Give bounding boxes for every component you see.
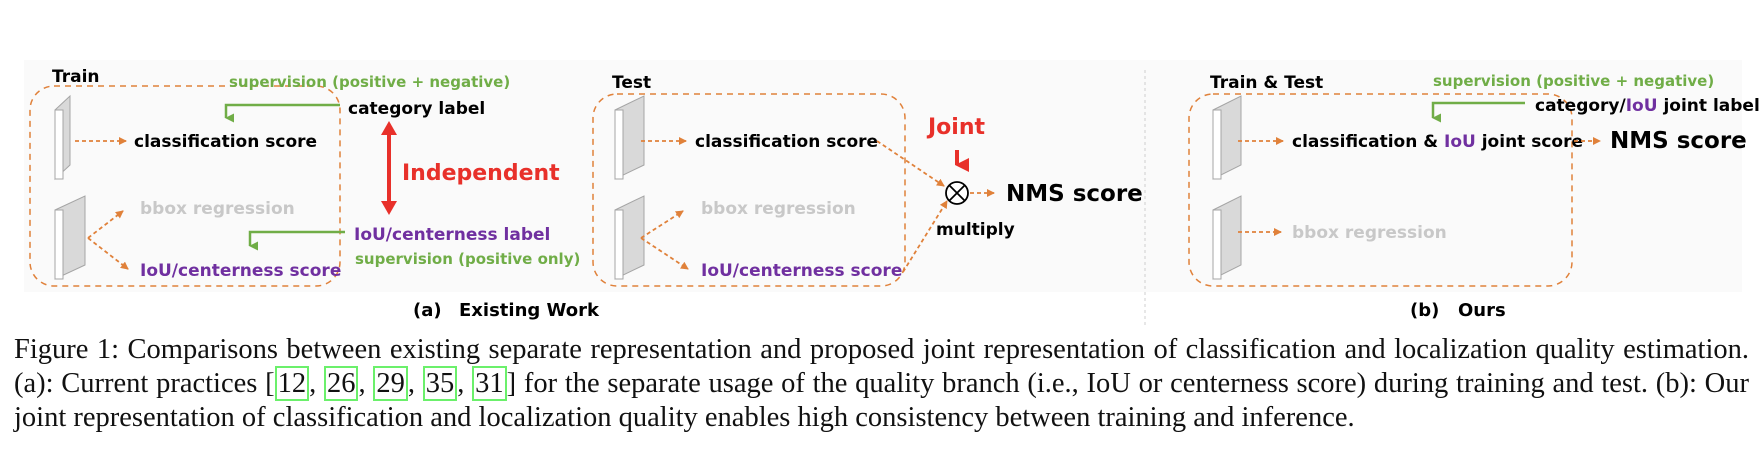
joint-label-iou: IoU <box>1626 96 1658 116</box>
category-label: category label <box>348 99 485 119</box>
supervision-arrow <box>1431 101 1525 123</box>
citation-link[interactable]: 35 <box>422 366 458 401</box>
ours-dashed-box <box>1188 93 1573 287</box>
nms-score-label: NMS score <box>1006 181 1143 207</box>
iou-label: IoU/centerness label <box>354 225 550 245</box>
multiply-icon <box>945 181 969 205</box>
joint-label-pre: category/ <box>1535 96 1627 116</box>
panel-a-label-prefix: (a) <box>413 300 442 321</box>
feature-block <box>614 95 645 180</box>
arrow <box>640 237 689 270</box>
panel-b: Train & Test supervision (positive + neg… <box>1188 72 1760 287</box>
supervision-pn-label: supervision (positive + negative) <box>1433 72 1714 90</box>
test-dashed-box <box>592 93 906 287</box>
arrow <box>87 237 129 270</box>
bbox-regression-label: bbox regression <box>701 199 856 219</box>
panel-b-label: Ours <box>1458 300 1506 321</box>
panel-a-train: Train classification score bbox regressi… <box>29 67 580 287</box>
feature-block <box>54 94 71 181</box>
joint-label: Joint <box>926 115 986 140</box>
panel-b-label-prefix: (b) <box>1410 300 1439 321</box>
joint-score-pre: classification & <box>1292 132 1444 152</box>
supervision-arrow <box>248 230 345 251</box>
bbox-regression-label: bbox regression <box>140 199 295 219</box>
panel-a-label: Existing Work <box>459 300 600 321</box>
joint-score-post: joint score <box>1476 132 1583 152</box>
bbox-regression-label: bbox regression <box>1292 223 1447 243</box>
cls-score-label: classification score <box>695 132 878 152</box>
feature-block <box>614 195 645 280</box>
nms-score-label: NMS score <box>1610 128 1747 154</box>
joint-label-text: category/IoU joint label <box>1535 96 1760 116</box>
feature-block <box>1212 195 1242 280</box>
train-title: Train <box>52 67 100 87</box>
citation-link[interactable]: 29 <box>373 366 408 401</box>
figure-caption: Figure 1: Comparisons between existing s… <box>14 334 1750 433</box>
ours-title: Train & Test <box>1210 73 1323 93</box>
arrow <box>640 210 684 239</box>
joint-score-text: classification & IoU joint score <box>1292 132 1583 152</box>
citation-link[interactable]: 31 <box>472 366 507 401</box>
feature-block <box>54 195 86 280</box>
arrow <box>87 210 124 239</box>
caption-tail: ] for the separate usage of the quality … <box>14 368 1750 433</box>
supervision-pn-label: supervision (positive + negative) <box>229 73 510 91</box>
independent-label: Independent <box>402 161 560 186</box>
test-title: Test <box>612 73 651 93</box>
citation-link[interactable]: 26 <box>323 366 359 401</box>
citation-link[interactable]: 12 <box>274 366 310 401</box>
joint-score-iou: IoU <box>1444 132 1476 152</box>
figure-diagram: Train classification score bbox regressi… <box>29 67 1760 325</box>
multiply-label: multiply <box>936 220 1015 240</box>
panel-a-test: Test classification score bbox regressio… <box>592 73 1143 287</box>
train-dashed-box <box>29 85 341 287</box>
iou-score-label: IoU/centerness score <box>701 261 902 281</box>
iou-score-label: IoU/centerness score <box>140 261 341 281</box>
supervision-arrow <box>224 103 340 123</box>
cls-score-label: classification score <box>134 132 317 152</box>
feature-block <box>1212 95 1242 180</box>
independent-arrow <box>381 121 397 215</box>
caption-lead: Figure 1: Comparisons between existing s… <box>14 334 1749 399</box>
supervision-pos-label: supervision (positive only) <box>355 250 580 268</box>
joint-label-post: joint label <box>1658 96 1760 116</box>
